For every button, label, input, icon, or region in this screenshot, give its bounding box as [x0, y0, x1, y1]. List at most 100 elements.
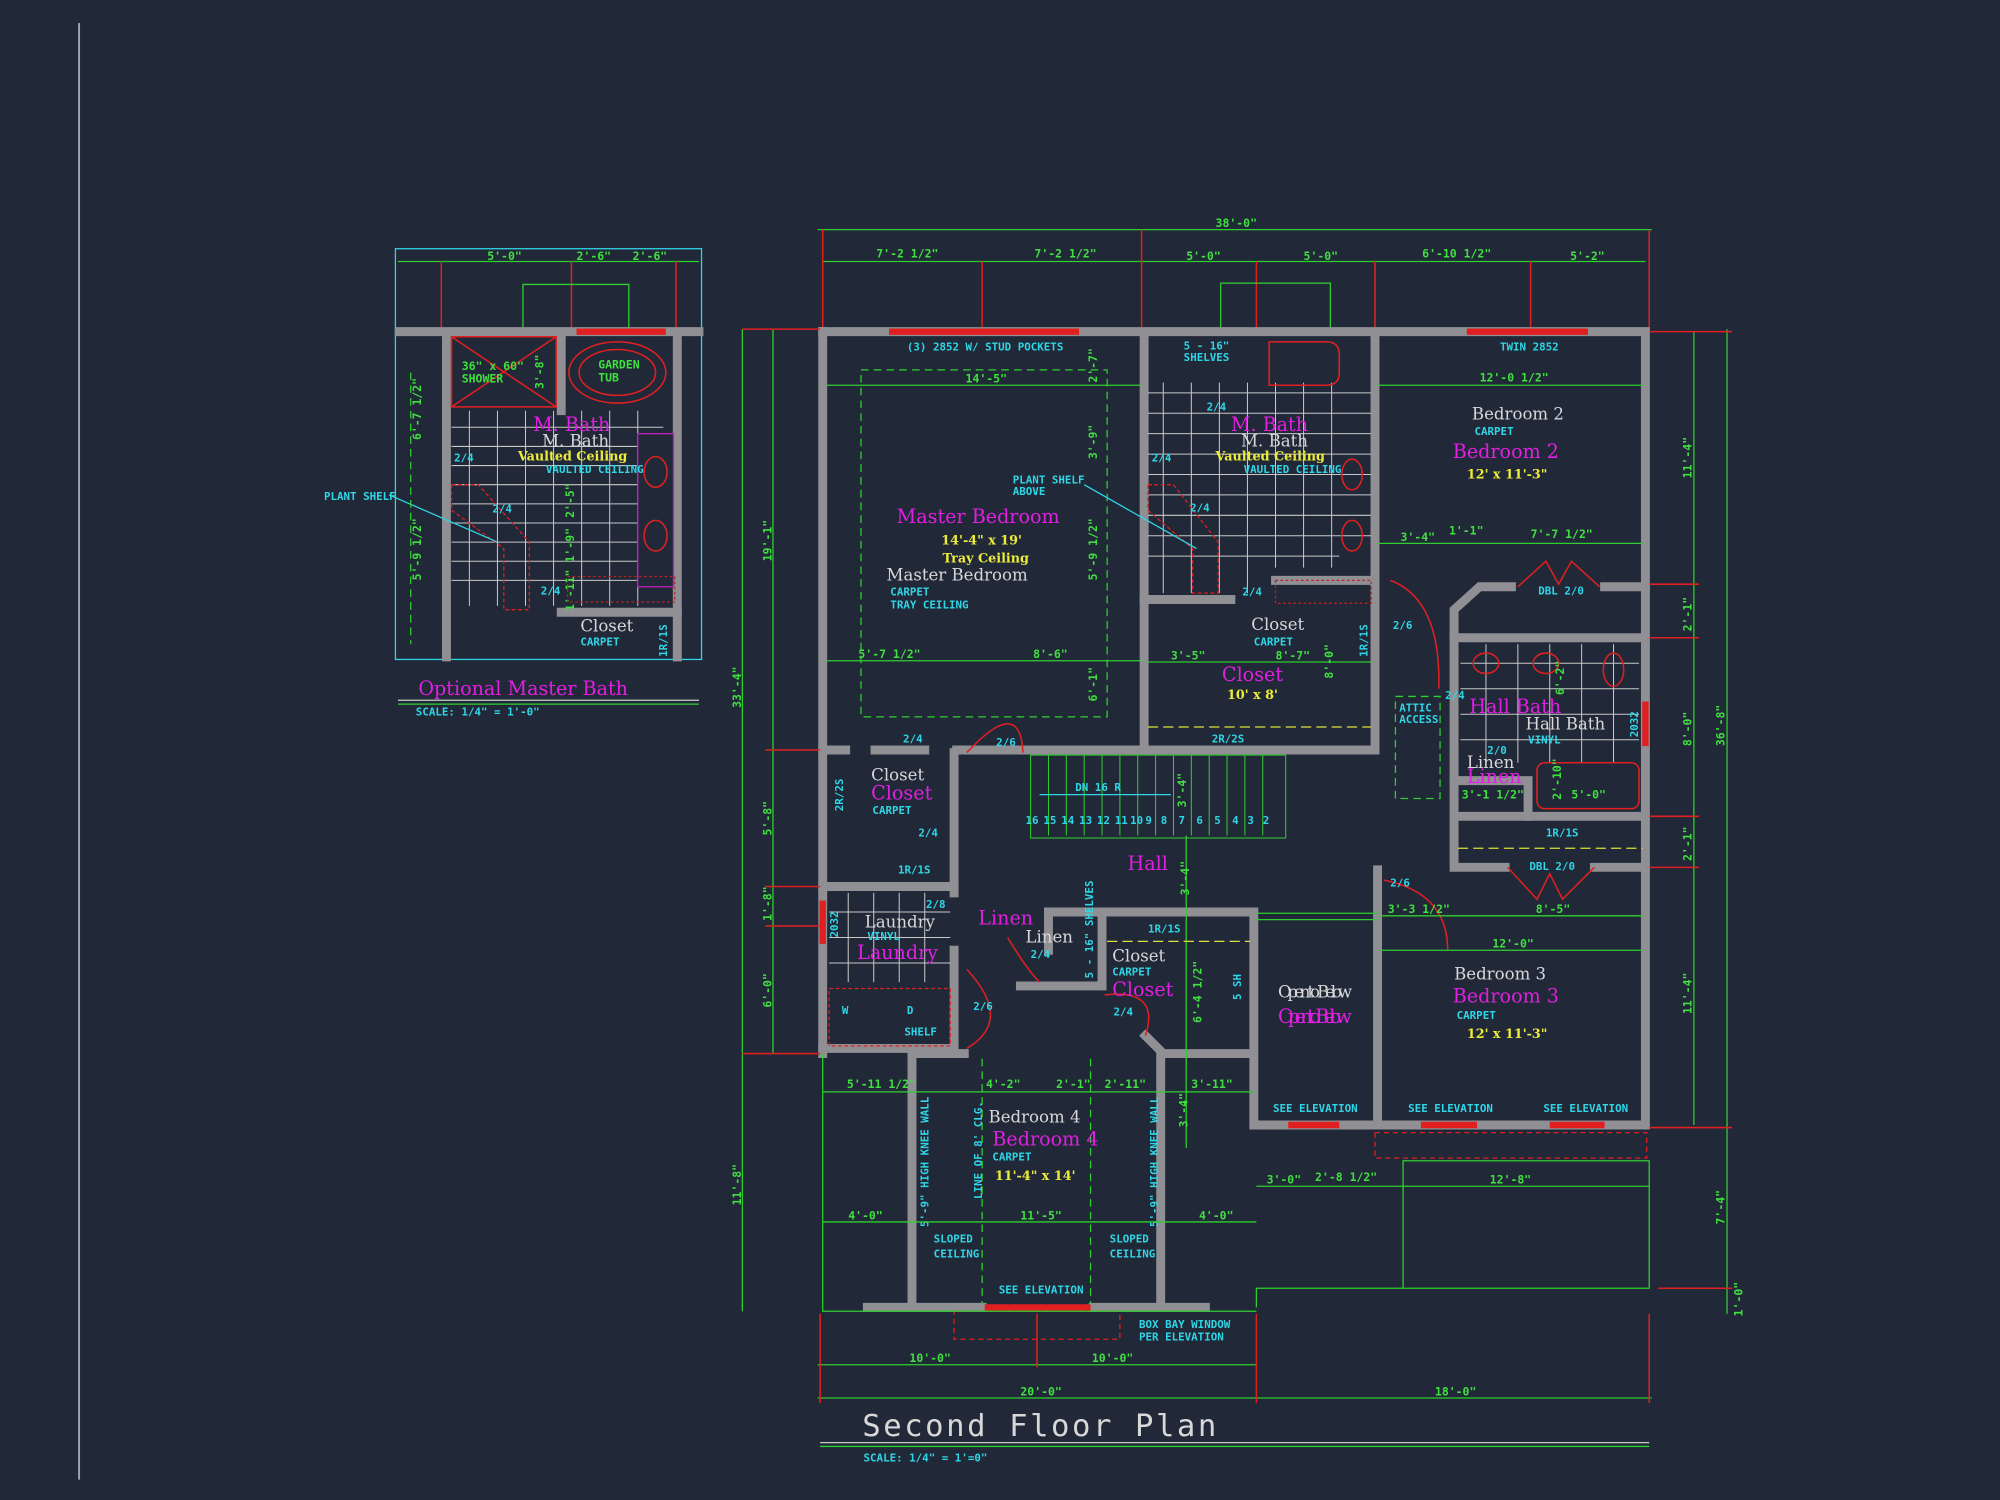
dimension: 7'-2 1/2"	[876, 247, 938, 261]
dimension: 2'-7"	[1086, 348, 1100, 383]
dimension: 4'-0"	[848, 1208, 883, 1222]
dimension: 11'-8"	[730, 1164, 744, 1205]
door-label: 2/4	[1114, 1005, 1134, 1018]
floor-label: VINYL	[1528, 734, 1561, 747]
room-label: Linen	[1467, 753, 1515, 772]
sloped-ceiling-label: SLOPED	[1110, 1232, 1150, 1245]
dimension: 6'-7 1/2"	[410, 378, 424, 440]
sloped-ceiling-label: CEILING	[1110, 1248, 1156, 1261]
dimension: 7'-7 1/2"	[1531, 527, 1593, 541]
svg-text:14: 14	[1061, 814, 1075, 827]
dimension: 19'-1"	[761, 520, 775, 561]
dimension: 5'-0"	[487, 249, 522, 263]
door-label: 2/4	[918, 827, 938, 840]
dimension: 7'-4"	[1713, 1190, 1727, 1225]
dimension: 8'-6"	[1033, 647, 1068, 661]
dimension: 3'-0"	[1267, 1173, 1302, 1187]
dimension: 6'-2"	[1553, 661, 1567, 696]
door-label: 2/4	[1242, 586, 1262, 599]
dimension: 2'-11"	[1105, 1077, 1146, 1091]
door-label: 2/6	[1390, 876, 1410, 889]
door-label: 2/6	[1393, 619, 1413, 632]
svg-text:10: 10	[1130, 814, 1143, 827]
dimension: 18'-0"	[1435, 1384, 1476, 1398]
dimension: 2'-1"	[1056, 1077, 1091, 1091]
tub-label: TUB	[598, 370, 619, 384]
shelf-label: 1R/1S	[898, 864, 931, 877]
tub-label: GARDEN	[598, 358, 640, 372]
dimension: 20'-0"	[1020, 1384, 1061, 1398]
floor-label: CARPET	[890, 586, 930, 599]
dimension: 14'-5"	[966, 372, 1007, 386]
shelf-label: SHELF	[904, 1026, 937, 1039]
dimension: 3'-4"	[1401, 530, 1436, 544]
floor-label: CARPET	[992, 1151, 1032, 1164]
dimension: 12'-0"	[1492, 937, 1533, 951]
dimension: 2'-6"	[633, 249, 668, 263]
dimension: 1'-1"	[1449, 523, 1484, 537]
window-label: TWIN 2852	[1500, 341, 1559, 354]
dimension: 2'-1"	[1680, 826, 1694, 861]
svg-text:7: 7	[1179, 814, 1186, 827]
room-label: Open to Below	[1278, 982, 1352, 1001]
dimension: 11'-4"	[1680, 973, 1694, 1014]
bay-window-note: BOX BAY WINDOW	[1139, 1318, 1231, 1331]
shelf-label: 5 SH	[1231, 974, 1244, 1000]
door-label: 2/4	[1031, 948, 1051, 961]
door-label: 2/4	[1152, 452, 1172, 465]
room-label: Closet	[580, 616, 633, 635]
ceiling-label: Vaulted Ceiling	[517, 449, 628, 464]
room-label-bedroom-3: Bedroom 3	[1453, 985, 1559, 1008]
shelves-label: 5 - 16" SHELVES	[1083, 881, 1096, 979]
door-label: 2/4	[1445, 689, 1465, 702]
dimension: 3'-8"	[532, 354, 546, 389]
dimension: 11'-5"	[1020, 1208, 1061, 1222]
dimension: 4'-2"	[986, 1077, 1021, 1091]
door-label: 2/0	[1487, 744, 1507, 757]
room-label-hall: Hall	[1128, 852, 1168, 875]
second-floor-plan: 38'-0" 7'-2 1/2" 7'-2 1/2" 5'-0" 5'-0" 6…	[730, 216, 1745, 1465]
dimension: 5'-0"	[1571, 787, 1606, 801]
dimension: 3'-4"	[1177, 1093, 1191, 1128]
dimension: 8'-0"	[1322, 644, 1336, 679]
dimension: 8'-0"	[1680, 712, 1694, 747]
attic-access-label: ACCESS	[1399, 713, 1438, 726]
door-label: 2/6	[973, 1000, 993, 1013]
room-label-closet: Closet	[1112, 978, 1173, 1001]
dimension: 2'-5"	[563, 483, 577, 518]
room-label: Laundry	[865, 912, 936, 931]
svg-text:8: 8	[1161, 814, 1168, 827]
dimension: 6'-4 1/2"	[1191, 961, 1205, 1023]
knee-wall-label: 5'-9" HIGH KNEE WALL	[1148, 1096, 1161, 1227]
dimension: 6'-1"	[1086, 667, 1100, 702]
shower-label: 36" x 60"	[462, 359, 524, 373]
stair-direction-label: DN 16 R	[1075, 781, 1121, 794]
door-label: 2/6	[996, 736, 1016, 749]
washer-label: W	[842, 1004, 849, 1017]
dimension: 5'-11 1/2"	[847, 1077, 916, 1091]
scale-label: SCALE: 1/4" = 1'-0"	[416, 706, 540, 719]
dimension: 2'-10"	[1550, 758, 1564, 799]
room-label: Closet	[871, 766, 924, 785]
ceiling-label: TRAY CEILING	[890, 598, 968, 611]
room-label-linen: Linen	[978, 907, 1033, 930]
room-size: 14'-4" x 19'	[941, 534, 1022, 549]
room-label: Hall Bath	[1526, 715, 1606, 734]
dimension: 12'-8"	[1490, 1173, 1531, 1187]
svg-text:6: 6	[1196, 814, 1203, 827]
room-label-linen: Linen	[1467, 765, 1522, 788]
shelf-label: 2R/2S	[833, 779, 846, 812]
shelf-label: 1R/1S	[1357, 624, 1370, 657]
dimension: 2'-1"	[1680, 597, 1694, 632]
sloped-ceiling-label: CEILING	[934, 1248, 980, 1261]
dimension: 7'-2 1/2"	[1034, 247, 1096, 261]
floor-label: VINYL	[867, 930, 900, 943]
bay-window-note: PER ELEVATION	[1139, 1331, 1224, 1344]
door-label: 2/4	[454, 452, 474, 465]
room-size: 10' x 8'	[1227, 688, 1278, 703]
dimension: 2'-6"	[577, 249, 612, 263]
elevation-note: SEE ELEVATION	[1543, 1102, 1628, 1115]
ceiling-label: VAULTED CEILING	[546, 463, 644, 476]
dimension-overall-top: 38'-0"	[1216, 216, 1257, 230]
